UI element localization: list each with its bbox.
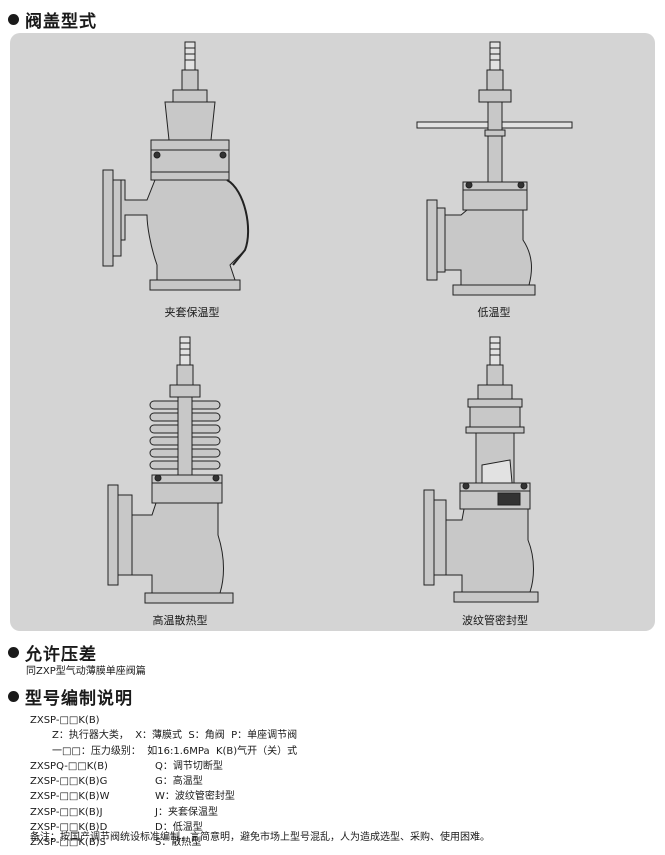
caption-high-temp: 高温散热型 (152, 614, 208, 627)
bullet-icon (8, 647, 19, 658)
model-line-1: ZXSP-□□K(B) (30, 715, 100, 726)
model-code: ZXSP-□□K(B)J (30, 806, 103, 818)
caption-low-temp: 低温型 (477, 306, 511, 319)
model-desc: G：高温型 (155, 776, 203, 788)
model-row: ZXSP-□□K(B)J J：夹套保温型 (30, 805, 297, 820)
model-code: ZXSPQ-□□K(B) (30, 760, 108, 772)
model-line-2: Z：执行器大类， X：薄膜式 S：角阀 P：单座调节阀 (52, 730, 298, 742)
bullet-icon (8, 691, 19, 702)
section-title-dp: 允许压差 (8, 640, 97, 665)
model-line-3: 一□□：压力级别： 如16:1.6MPa K(B)气开（关）式 (52, 745, 298, 757)
model-code: ZXSP-□□K(B)D (30, 822, 108, 834)
section-title-model: 型号编制说明 (8, 684, 133, 709)
caption-bellows: 波纹管密封型 (462, 614, 528, 627)
model-title-text: 型号编制说明 (25, 689, 133, 709)
model-desc: W：波纹管密封型 (155, 791, 235, 803)
model-row: ZXSP-□□K(B)W W：波纹管密封型 (30, 789, 297, 804)
model-desc: Q：调节切断型 (155, 760, 223, 772)
high-temp-valve-drawing (107, 336, 234, 604)
remark-note: 备注：按国产调节阀统设标准编制，言简意明，避免市场上型号混乱，人为造成选型、采购… (30, 832, 490, 843)
bullet-icon (8, 14, 19, 25)
model-description: ZXSP-□□K(B) Z：执行器大类， X：薄膜式 S：角阀 P：单座调节阀 … (30, 713, 297, 851)
section-title-bonnet: 阀盖型式 (8, 7, 97, 32)
bonnet-title-text: 阀盖型式 (25, 12, 97, 32)
bellows-valve-drawing (423, 336, 539, 603)
model-code: ZXSP-□□K(B)W (30, 791, 110, 803)
model-code: ZXSP-□□K(B)G (30, 776, 108, 788)
jacket-valve-drawing (102, 41, 250, 291)
model-row: ZXSP-□□K(B)G G：高温型 (30, 774, 297, 789)
dp-note: 同ZXP型气动薄膜单座阀篇 (26, 666, 146, 677)
model-row: ZXSP-□□K(B)D D：低温型 (30, 820, 297, 835)
model-desc: D：低温型 (155, 822, 203, 834)
model-code: ZXSP-□□K(B)S (30, 837, 106, 849)
model-desc: J：夹套保温型 (155, 806, 218, 818)
caption-jacket: 夹套保温型 (164, 306, 220, 319)
dp-title-text: 允许压差 (25, 645, 97, 665)
model-desc: S：散热型 (155, 837, 202, 849)
model-row: ZXSP-□□K(B)S S：散热型 (30, 835, 297, 850)
model-row: ZXSPQ-□□K(B) Q：调节切断型 (30, 759, 297, 774)
low-temp-valve-drawing (416, 41, 573, 296)
